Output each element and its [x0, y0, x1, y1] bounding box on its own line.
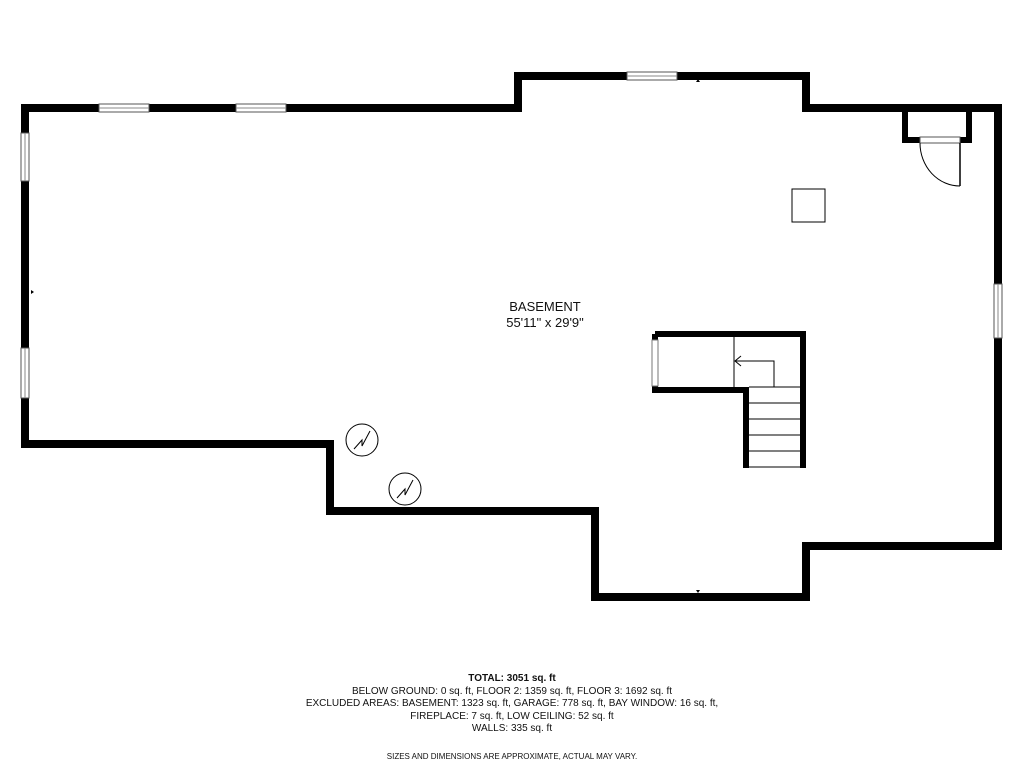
window-top-left-2	[235, 103, 287, 113]
total-area: TOTAL: 3051 sq. ft	[468, 673, 556, 684]
excluded-areas-continued: FIREPLACE: 7 sq. ft, LOW CEILING: 52 sq.…	[410, 710, 614, 722]
area-summary: TOTAL: 3051 sq. ft BELOW GROUND: 0 sq. f…	[0, 673, 1024, 762]
exterior-wall	[21, 72, 1002, 601]
wall-marker-left	[31, 290, 34, 294]
wall-marker-bottom	[696, 590, 700, 593]
window-left-upper	[20, 132, 30, 182]
water-heater-icon	[345, 423, 379, 457]
excluded-areas: EXCLUDED AREAS: BASEMENT: 1323 sq. ft, G…	[305, 698, 719, 709]
floor-plan: BASEMENT 55'11" x 29'9"	[20, 71, 1003, 601]
support-column	[791, 188, 826, 223]
door-swing	[919, 142, 961, 187]
door-alcove	[902, 112, 972, 144]
stair-direction-arrow	[734, 355, 775, 387]
disclaimer: SIZES AND DIMENSIONS ARE APPROXIMATE, AC…	[386, 751, 638, 761]
furnace-icon	[388, 472, 422, 506]
walls-area: WALLS: 335 sq. ft	[471, 723, 553, 734]
room-name: BASEMENT	[509, 299, 581, 314]
window-right	[993, 283, 1003, 339]
window-top-left-1	[98, 103, 150, 113]
window-left-lower	[20, 347, 30, 399]
room-dimensions: 55'11" x 29'9"	[506, 315, 584, 330]
floor-areas: BELOW GROUND: 0 sq. ft, FLOOR 2: 1359 sq…	[351, 685, 673, 697]
window-top-center	[626, 71, 678, 81]
wall-marker-top	[696, 79, 700, 82]
stairwell	[651, 331, 806, 468]
